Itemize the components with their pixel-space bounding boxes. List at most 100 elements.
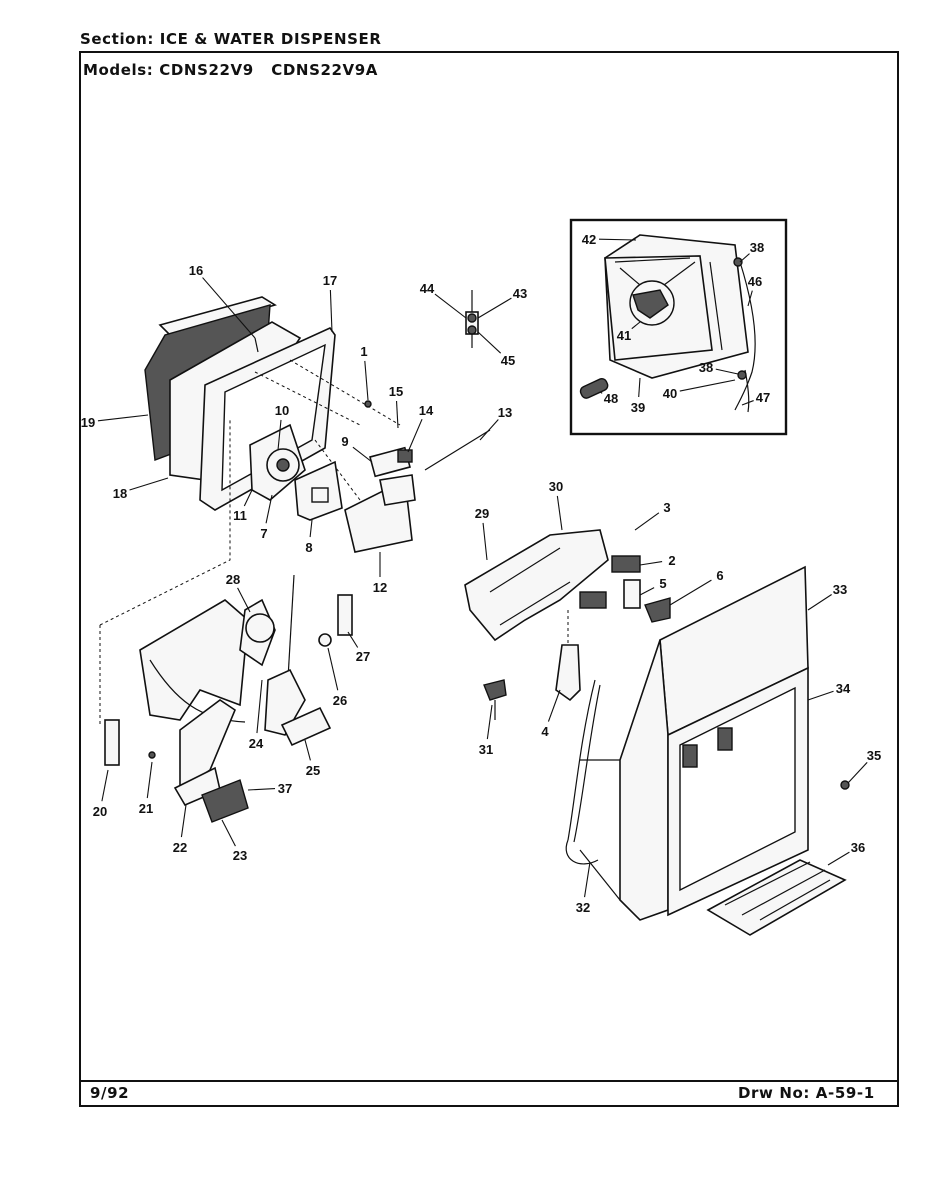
- callout-c27: 27: [356, 649, 370, 664]
- callout-c5: 5: [659, 576, 666, 591]
- callout-c41: 41: [617, 328, 631, 343]
- callout-c26: 26: [333, 693, 347, 708]
- callout-c38a: 38: [750, 240, 764, 255]
- leader-line-c21: [146, 761, 153, 799]
- leader-line-c5: [639, 587, 655, 596]
- callout-c38b: 38: [699, 360, 713, 375]
- section-label: Section:: [80, 30, 154, 48]
- callout-c39: 39: [631, 400, 645, 415]
- callout-c35: 35: [867, 748, 881, 763]
- callout-c29: 29: [475, 506, 489, 521]
- callout-c15: 15: [389, 384, 403, 399]
- leader-line-c37: [247, 787, 276, 791]
- leader-line-c29: [482, 522, 488, 561]
- leader-line-c42: [598, 238, 637, 241]
- leader-line-c1: [364, 360, 369, 401]
- leader-line-c31: [486, 704, 493, 740]
- leader-line-c10: [277, 419, 282, 451]
- callout-c10: 10: [275, 403, 289, 418]
- leader-line-c34: [807, 690, 834, 701]
- leader-line-c4: [547, 689, 561, 722]
- dispenser-housing: [579, 565, 850, 936]
- leader-line-c46: [747, 290, 753, 307]
- leader-line-c13: [479, 419, 499, 441]
- callout-c36: 36: [851, 840, 865, 855]
- leader-line-c39: [638, 377, 641, 398]
- leader-line-c20: [101, 769, 109, 802]
- leader-line-c43: [477, 297, 512, 319]
- leader-line-c27: [347, 631, 359, 648]
- callout-c48: 48: [604, 391, 618, 406]
- callout-c28: 28: [226, 572, 240, 587]
- leader-line-c3: [634, 512, 660, 531]
- leader-line-c17: [329, 289, 333, 333]
- leader-line-c23: [221, 819, 236, 847]
- leader-line-c25: [304, 739, 311, 761]
- leader-line-c47: [741, 400, 754, 406]
- leader-line-c8: [309, 519, 313, 538]
- drawing-frame: [79, 51, 899, 1107]
- section-value: ICE & WATER DISPENSER: [159, 30, 382, 48]
- callout-c14: 14: [419, 403, 434, 418]
- dispenser-actuator-assembly: [99, 420, 353, 823]
- leader-line-c24: [256, 679, 263, 734]
- leader-line-c6: [669, 579, 712, 606]
- leader-line-c38a: [739, 253, 750, 263]
- control-board-assembly: [579, 234, 756, 413]
- callout-c16: 16: [189, 263, 203, 278]
- callout-c43: 43: [513, 286, 527, 301]
- callout-c12: 12: [373, 580, 387, 595]
- drawing-number: Drw No: A-59-1: [738, 1084, 875, 1102]
- dispenser-door-assembly: [144, 296, 401, 521]
- leader-line-c7: [265, 494, 273, 524]
- leader-lines: [97, 238, 868, 898]
- callout-c4: 4: [541, 724, 549, 739]
- inset-frame: [569, 218, 788, 436]
- leader-line-c48: [599, 391, 603, 394]
- leader-line-c14: [407, 418, 423, 453]
- callout-c1: 1: [360, 344, 367, 359]
- callout-c42: 42: [582, 232, 596, 247]
- section-title: Section: ICE & WATER DISPENSER: [80, 30, 382, 48]
- leader-line-c35: [847, 761, 868, 784]
- callout-c34: 34: [836, 681, 851, 696]
- leader-line-c19: [97, 414, 149, 422]
- footer-divider: [79, 1080, 899, 1082]
- callout-c25: 25: [306, 763, 320, 778]
- parts-illustration: [99, 218, 850, 936]
- leader-line-c36: [827, 851, 850, 866]
- callout-c7: 7: [260, 526, 267, 541]
- callout-c44: 44: [420, 281, 435, 296]
- leader-line-c9: [352, 446, 373, 463]
- leader-line-c28: [237, 587, 251, 613]
- callout-c45: 45: [501, 353, 515, 368]
- callout-c11: 11: [233, 508, 247, 523]
- callout-c24: 24: [249, 736, 264, 751]
- callout-c20: 20: [93, 804, 107, 819]
- callout-c31: 31: [479, 742, 493, 757]
- leader-line-c26: [327, 647, 339, 691]
- door-latch-assembly: [344, 400, 491, 553]
- leader-line-c45: [477, 331, 502, 354]
- leader-line-c18: [129, 477, 169, 491]
- callout-c17: 17: [323, 273, 337, 288]
- water-line-fitting: [465, 290, 479, 348]
- callout-c40: 40: [663, 386, 677, 401]
- callout-c46: 46: [748, 274, 762, 289]
- callout-c19: 19: [81, 415, 95, 430]
- models-value: CDNS22V9 CDNS22V9A: [159, 61, 378, 79]
- callout-c18: 18: [113, 486, 127, 501]
- leader-line-c40: [679, 379, 736, 392]
- leader-line-c15: [395, 400, 399, 429]
- callout-c22: 22: [173, 840, 187, 855]
- footer-date: 9/92: [90, 1084, 130, 1102]
- leader-line-c11: [243, 489, 253, 507]
- ice-chute-housing: [464, 529, 671, 720]
- callout-c37: 37: [278, 781, 292, 796]
- callout-c30: 30: [549, 479, 563, 494]
- callout-c23: 23: [233, 848, 247, 863]
- water-tube: [565, 679, 601, 865]
- callout-c21: 21: [139, 801, 153, 816]
